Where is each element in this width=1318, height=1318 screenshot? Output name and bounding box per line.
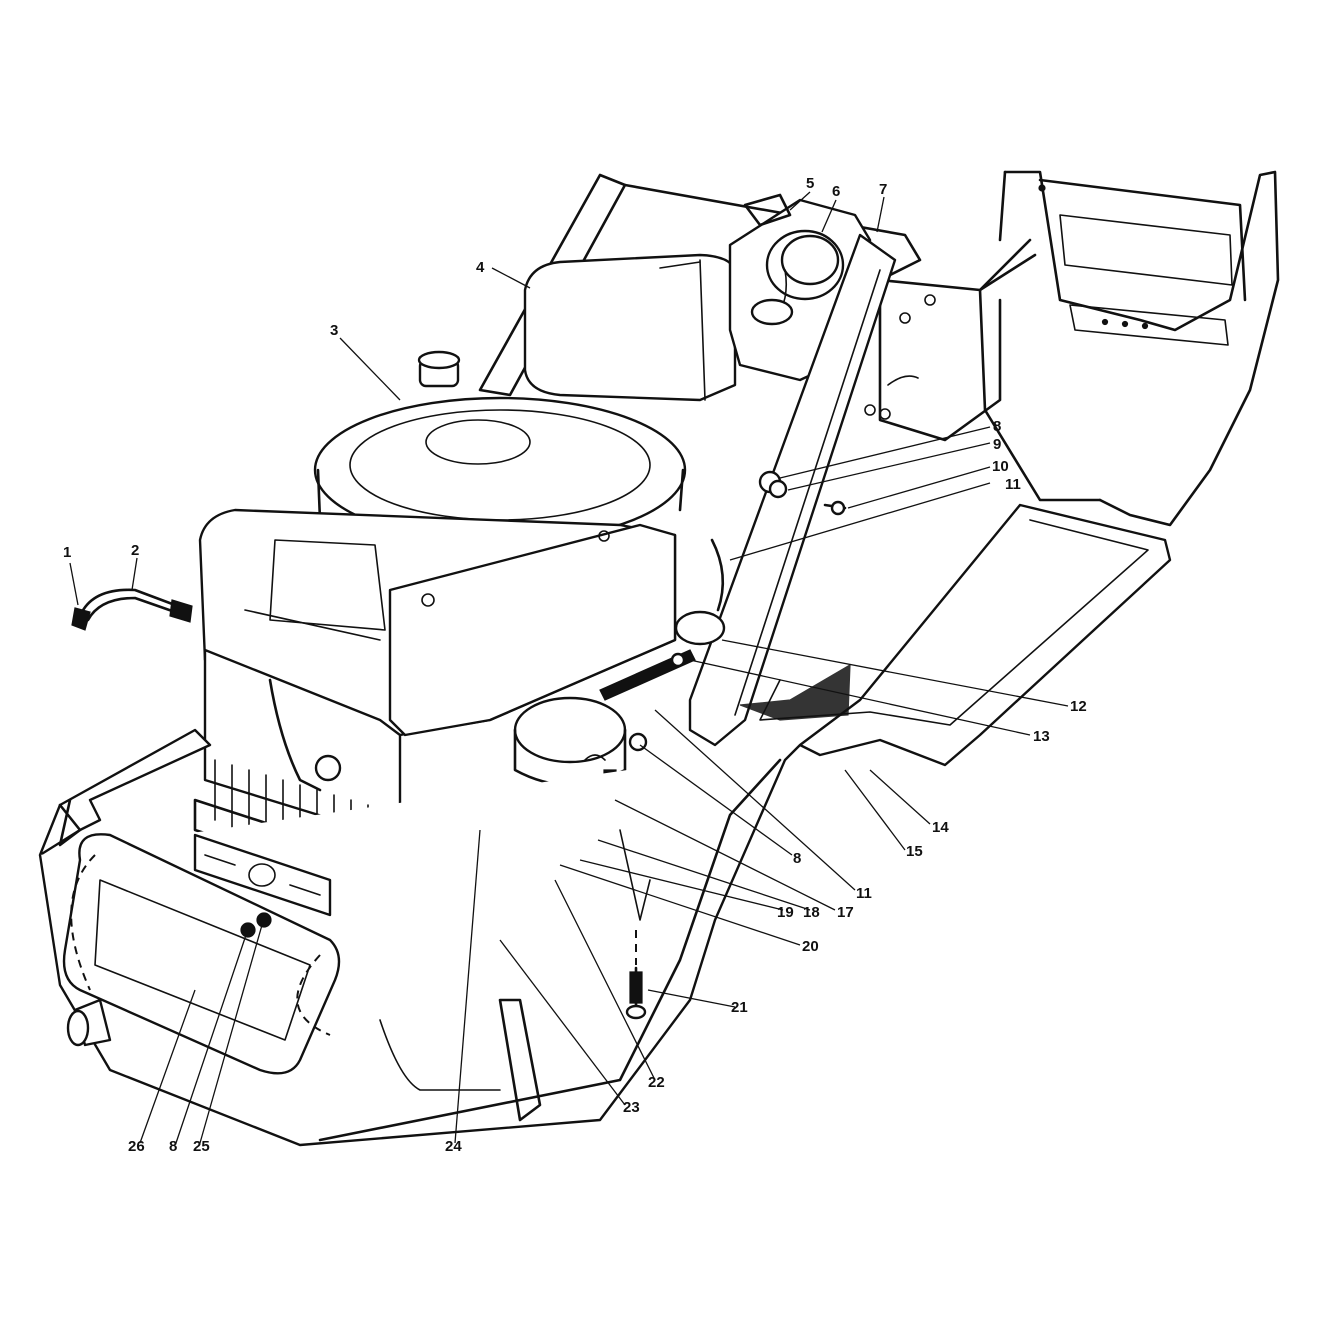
engine-block: [198, 508, 677, 842]
callout-14: 14: [932, 819, 949, 836]
callout-labels: 1 2 3 4 5 6 7 8 9 10 11 12 13 14 15 8 11…: [63, 175, 1087, 1155]
callout-4: 4: [476, 259, 485, 276]
callout-26: 26: [128, 1138, 145, 1155]
callout-8-upper: 8: [993, 418, 1001, 435]
rear-frame: [978, 170, 1280, 527]
callout-18: 18: [803, 904, 820, 921]
dash-tower: [688, 233, 897, 747]
muffler-nuts: [240, 912, 272, 938]
fuel-line: [599, 538, 726, 701]
callout-9: 9: [993, 436, 1001, 453]
frame-side-rail: [478, 173, 1037, 442]
leader-lines: [69, 191, 1069, 1144]
hardware-screws: [628, 470, 847, 752]
callout-5: 5: [806, 175, 814, 192]
callout-12: 12: [1070, 698, 1087, 715]
callout-8-lower: 8: [169, 1138, 177, 1155]
fuel-cap: [750, 229, 845, 326]
callout-1: 1: [63, 544, 71, 561]
engine-blower-housing: [313, 350, 687, 544]
callout-15: 15: [906, 843, 923, 860]
callout-17: 17: [837, 904, 854, 921]
callout-13: 13: [1033, 728, 1050, 745]
muffler: [62, 833, 341, 1075]
callout-11-middle: 11: [856, 885, 872, 902]
bolt-21: [625, 930, 647, 1020]
callout-2: 2: [131, 542, 139, 559]
callout-23: 23: [623, 1099, 640, 1116]
callout-21: 21: [731, 999, 748, 1016]
vent-hose: [71, 588, 193, 631]
callout-19: 19: [777, 904, 794, 921]
callout-3: 3: [330, 322, 338, 339]
callout-25: 25: [193, 1138, 210, 1155]
callout-8-middle: 8: [793, 850, 801, 867]
callout-10: 10: [992, 458, 1009, 475]
callout-22: 22: [648, 1074, 665, 1091]
callout-6: 6: [832, 183, 840, 200]
callout-7: 7: [879, 181, 887, 198]
callout-24: 24: [445, 1138, 462, 1155]
callout-20: 20: [802, 938, 819, 955]
tank-bracket: [743, 193, 792, 227]
callout-11-upper: 11: [1005, 476, 1021, 493]
footrest-pan: [739, 503, 1172, 767]
